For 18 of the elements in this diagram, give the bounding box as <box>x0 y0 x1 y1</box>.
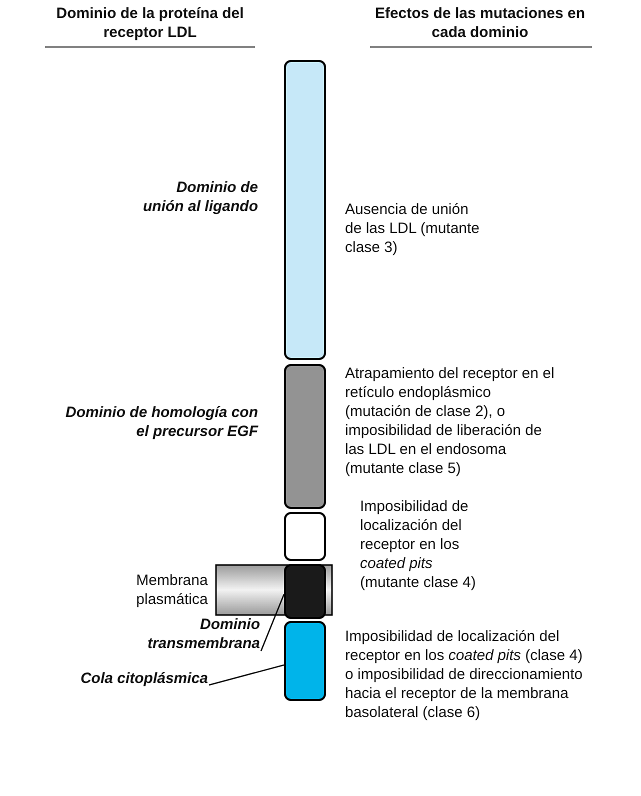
mutation-effect-text: Imposibilidad de localización del receptor en los coated pits (clase 4) o imposibilidad de direccionamiento hacia el receptor de la membrana basolateral (clase 6) <box>345 627 584 722</box>
mutation-effect-text: Atrapamiento del receptor en el retículo endoplásmico (mutación de clase 2), o imposibilidad de liberación de las LDL en el endosoma (mutante clase 5) <box>345 364 555 478</box>
leader-line <box>260 594 285 652</box>
leader-line <box>208 664 284 686</box>
protein-domain-segment <box>284 364 326 509</box>
mutation-effect-text: Ausencia de unión de las LDL (mutante clase 3) <box>345 200 480 257</box>
column-header: Dominio de la proteína del receptor LDL <box>55 4 245 42</box>
domain-label: Dominio transmembrana <box>120 615 260 653</box>
domain-label: Dominio de unión al ligando <box>142 178 258 216</box>
domain-label: Cola citoplásmica <box>8 669 208 688</box>
column-header: Efectos de las mutaciones en cada dominio <box>374 4 586 42</box>
mutation-effect-text: Imposibilidad de localización del receptor en los coated pits (mutante clase 4) <box>360 497 477 592</box>
protein-domain-segment <box>284 621 326 701</box>
domain-label: Dominio de homología con el precursor EGF <box>64 403 258 441</box>
protein-domain-segment <box>284 60 326 360</box>
protein-domain-segment <box>284 512 326 561</box>
protein-domain-segment <box>284 564 326 619</box>
membrane-label: Membrana plasmática <box>135 571 209 609</box>
